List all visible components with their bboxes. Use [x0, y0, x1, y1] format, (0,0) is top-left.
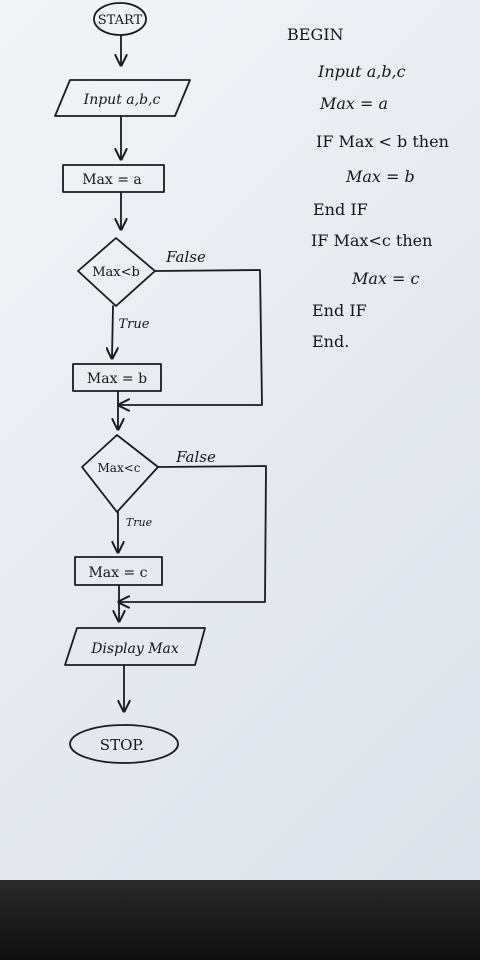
- decision2-diamond: [81, 434, 159, 513]
- pseudo-line-max-b: Max = b: [345, 167, 415, 186]
- assign-a-process: [62, 164, 165, 193]
- assign-c-label: Max = c: [88, 565, 147, 581]
- decision1-true-arrow: [112, 305, 113, 357]
- pseudocode-block: BEGIN Input a,b,c Max = a IF Max < b the…: [287, 25, 449, 351]
- decision1-false-path: [120, 269, 263, 405]
- assign-c-process: [74, 556, 163, 586]
- pseudo-line-if-c: IF Max<c then: [311, 231, 432, 250]
- decision1-false-label: False: [165, 248, 206, 266]
- pseudo-line-max-a: Max = a: [319, 94, 388, 113]
- pseudo-line-endif-1: End IF: [313, 200, 368, 219]
- assign-b-label: Max = b: [87, 371, 147, 387]
- start-label: START: [98, 13, 143, 28]
- start-terminator: [93, 2, 147, 36]
- pseudo-line-endif-2: End IF: [312, 301, 367, 320]
- pseudo-line-if-b: IF Max < b then: [316, 132, 449, 151]
- decision2-label: Max<c: [98, 461, 141, 475]
- stop-terminator: [69, 724, 179, 764]
- display-parallelogram: [64, 627, 206, 666]
- decision2-false-label: False: [175, 448, 216, 466]
- display-label: Display Max: [90, 641, 179, 657]
- pseudo-line-begin: BEGIN: [287, 25, 344, 44]
- stop-label: STOP.: [100, 736, 144, 754]
- pseudo-line-input: Input a,b,c: [317, 62, 406, 81]
- decision2-false-path: [120, 465, 267, 602]
- pseudo-line-end: End.: [312, 332, 349, 351]
- pseudo-line-max-c: Max = c: [351, 269, 420, 288]
- decision1-true-label: True: [119, 317, 150, 332]
- dark-background: [0, 880, 480, 960]
- decision1-label: Max<b: [92, 265, 140, 280]
- decision2-true-label: True: [126, 516, 153, 529]
- assign-b-process: [72, 363, 162, 392]
- decision1-diamond: [77, 237, 156, 307]
- input-parallelogram: [54, 79, 191, 117]
- assign-a-label: Max = a: [82, 172, 142, 188]
- input-label: Input a,b,c: [83, 92, 161, 108]
